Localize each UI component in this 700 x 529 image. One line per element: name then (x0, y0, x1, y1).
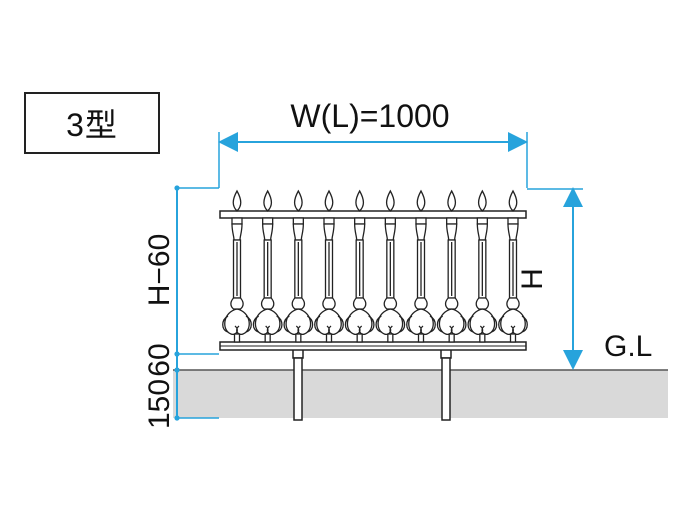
picket (436, 189, 467, 343)
type-label: 3型 (66, 107, 118, 143)
ground-area (173, 370, 668, 418)
ground-level-label: G.L (604, 330, 653, 363)
top-rail (219, 210, 527, 219)
picket (344, 189, 375, 343)
picket (252, 189, 283, 343)
type-label-box: 3型 (24, 92, 160, 154)
dimension-node (174, 367, 180, 373)
support-post (292, 347, 304, 421)
picket (467, 189, 498, 343)
dimension-node (174, 351, 180, 357)
picket (375, 189, 406, 343)
embed-depth-label: 150 (143, 378, 176, 430)
picket (498, 189, 528, 343)
picket-group (222, 189, 528, 343)
width-label: W(L)=1000 (290, 98, 450, 134)
base-gap-label: 60 (143, 343, 176, 377)
post-height-label: H−60 (143, 233, 176, 307)
picket (283, 189, 314, 343)
height-label: H (516, 268, 549, 290)
dimension-node (174, 185, 180, 191)
picket (314, 189, 344, 343)
picket (222, 189, 252, 343)
dimension-node (174, 415, 180, 421)
picket (406, 189, 436, 343)
support-post (440, 347, 452, 421)
